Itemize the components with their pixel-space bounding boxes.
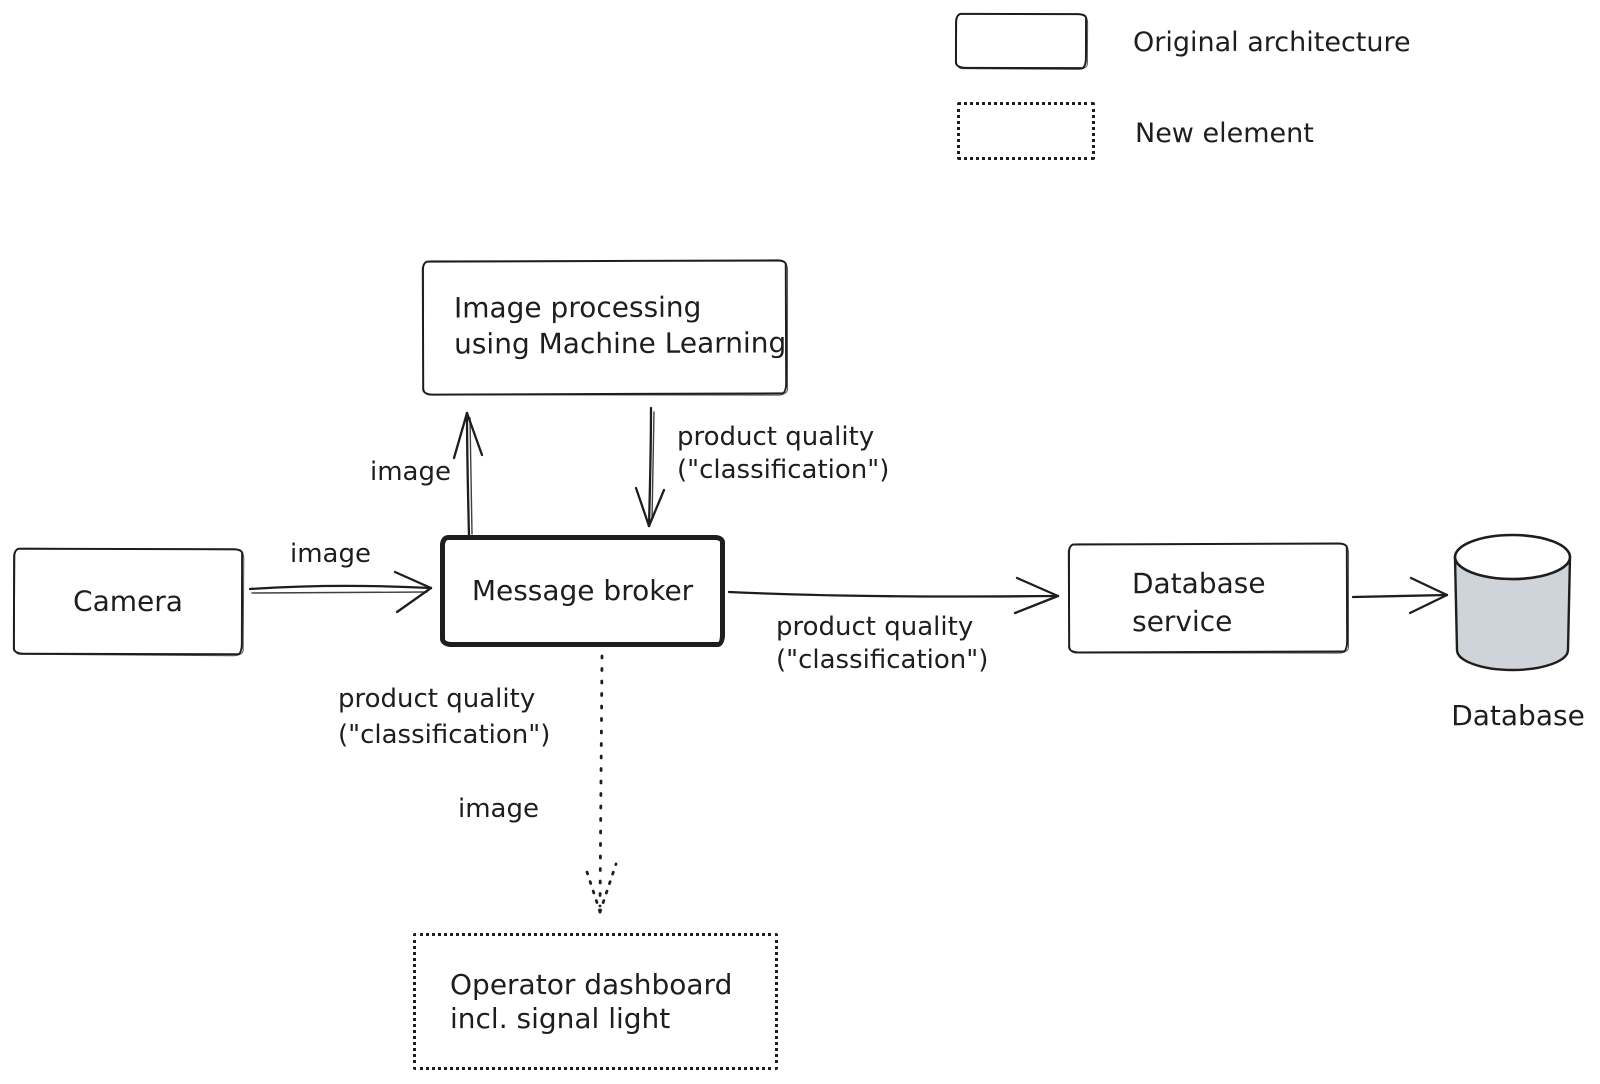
edge-label-quality-broker-to-dbservice-line2: ("classification") (776, 645, 989, 675)
edge-label-quality-broker-to-dbservice-line1: product quality (776, 612, 974, 642)
arrow-broker-to-database-service (727, 576, 1060, 615)
edge-label-quality-broker-to-dashboard-line1: product quality (338, 684, 536, 714)
legend-new-label: New element (1135, 118, 1314, 149)
node-database-service-label-line2: service (1132, 604, 1233, 639)
node-database-label: Database (1451, 699, 1585, 732)
edge-label-image-broker-to-processing: image (370, 457, 451, 487)
node-image-processing: Image processing using Machine Learning (421, 259, 788, 396)
edge-label-quality-processing-to-broker-line1: product quality (677, 422, 875, 452)
edge-label-quality-processing-to-broker: product quality ("classification") (677, 421, 889, 487)
database-cylinder-icon (1453, 533, 1572, 672)
node-message-broker-label: Message broker (471, 574, 694, 607)
node-database-service: Database service (1067, 542, 1349, 654)
edge-label-quality-broker-to-dashboard-line2: ("classification") (338, 720, 551, 750)
node-operator-dashboard-label-line2: incl. signal light (450, 1002, 671, 1035)
arrow-broker-to-dashboard (583, 654, 618, 914)
node-database-service-label-line1: Database (1131, 566, 1266, 601)
edge-label-image-broker-to-dashboard: image (458, 794, 539, 824)
legend-new-swatch (957, 102, 1095, 160)
arrow-image-processing-to-broker (634, 406, 666, 528)
node-operator-dashboard-label-line1: Operator dashboard (450, 968, 733, 1001)
legend-original-label: Original architecture (1133, 27, 1411, 58)
edge-label-quality-broker-to-dbservice: product quality ("classification") (776, 611, 988, 677)
node-operator-dashboard: Operator dashboard incl. signal light (413, 933, 778, 1070)
edge-label-image-camera-to-broker: image (290, 539, 371, 569)
arrow-camera-to-broker (248, 570, 433, 614)
arrow-broker-to-image-processing (452, 411, 484, 538)
node-image-processing-label-line2: using Machine Learning (453, 326, 787, 361)
node-message-broker: Message broker (440, 535, 725, 647)
arrow-database-service-to-database (1351, 576, 1449, 615)
node-image-processing-label-line1: Image processing (453, 290, 702, 325)
node-camera: Camera (12, 547, 244, 656)
edge-label-quality-processing-to-broker-line2: ("classification") (677, 455, 890, 485)
legend-original-swatch (954, 12, 1088, 70)
node-camera-label: Camera (73, 584, 183, 618)
edge-label-quality-broker-to-dashboard: product quality ("classification") (338, 681, 550, 753)
